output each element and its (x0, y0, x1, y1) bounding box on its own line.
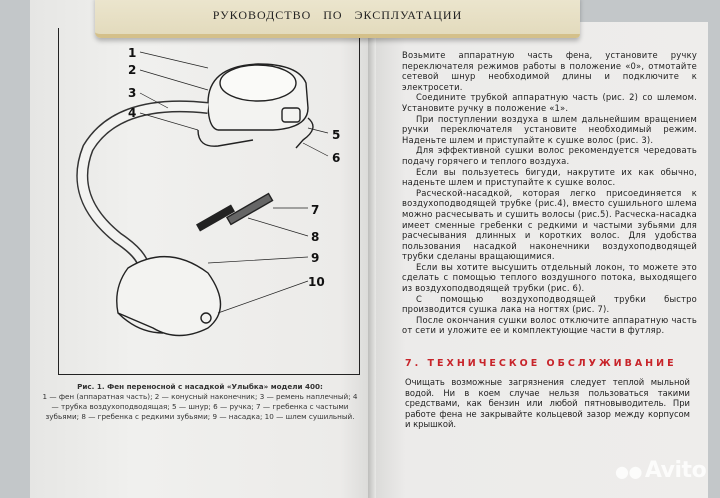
dryer-top (219, 64, 297, 102)
hairdryer-diagram: 1 2 3 4 5 6 7 8 9 10 (76, 46, 340, 337)
helmet (116, 256, 222, 337)
label-9: 9 (311, 251, 319, 265)
avito-logo-icon: ●● (615, 462, 642, 481)
instructions-text: Возьмите аппаратную часть фена, установи… (402, 50, 697, 336)
section-heading: 7. ТЕХНИЧЕСКОЕ ОБСЛУЖИВАНИЕ (405, 358, 677, 369)
caption-body: 1 — фен (аппаратная часть); 2 — конусный… (42, 392, 358, 421)
watermark-text: Avito (644, 458, 707, 483)
paragraph: Расческой-насадкой, которая легко присое… (402, 187, 697, 262)
caption-title: Рис. 1. Фен переносной с насадкой «Улыбк… (77, 382, 323, 391)
label-2: 2 (128, 63, 136, 77)
label-6: 6 (332, 151, 340, 165)
label-7: 7 (311, 203, 319, 217)
figure-caption: Рис. 1. Фен переносной с насадкой «Улыбк… (40, 382, 360, 422)
paragraph: С помощью воздухоподводящей трубки быстр… (402, 293, 697, 315)
cord (295, 117, 314, 149)
strap (197, 129, 254, 147)
label-10: 10 (308, 275, 325, 289)
label-1: 1 (128, 46, 136, 60)
paragraph: Если вы пользуетесь бигуди, накрутите их… (402, 166, 697, 188)
label-4: 4 (128, 106, 136, 120)
maintenance-text: Очищать возможные загрязнения следует те… (405, 377, 690, 430)
label-8: 8 (311, 230, 319, 244)
paragraph: Для эффективной сушки волос рекомендуетс… (402, 145, 697, 166)
label-3: 3 (128, 86, 136, 100)
figure-frame (58, 28, 360, 375)
right-page (372, 22, 708, 498)
paragraph: При поступлении воздуха в шлем дальнейши… (402, 113, 697, 145)
page-fold (368, 20, 376, 498)
avito-watermark: ●●Avito (615, 458, 707, 483)
paragraph: Возьмите аппаратную часть фена, установи… (402, 50, 697, 92)
paragraph: После окончания сушки волос отключите ап… (402, 314, 697, 336)
paragraph: Соедините трубкой аппаратную часть (рис.… (402, 92, 697, 113)
paragraph: Если вы хотите высушить отдельный локон,… (402, 261, 697, 294)
comb (225, 192, 274, 226)
left-page (30, 0, 375, 498)
label-5: 5 (332, 128, 340, 142)
booklet-title: РУКОВОДСТВО ПО ЭКСПЛУАТАЦИИ (212, 8, 463, 22)
handle-knob (281, 107, 301, 123)
manual-booklet: РУКОВОДСТВО ПО ЭКСПЛУАТАЦИИ (95, 0, 580, 38)
